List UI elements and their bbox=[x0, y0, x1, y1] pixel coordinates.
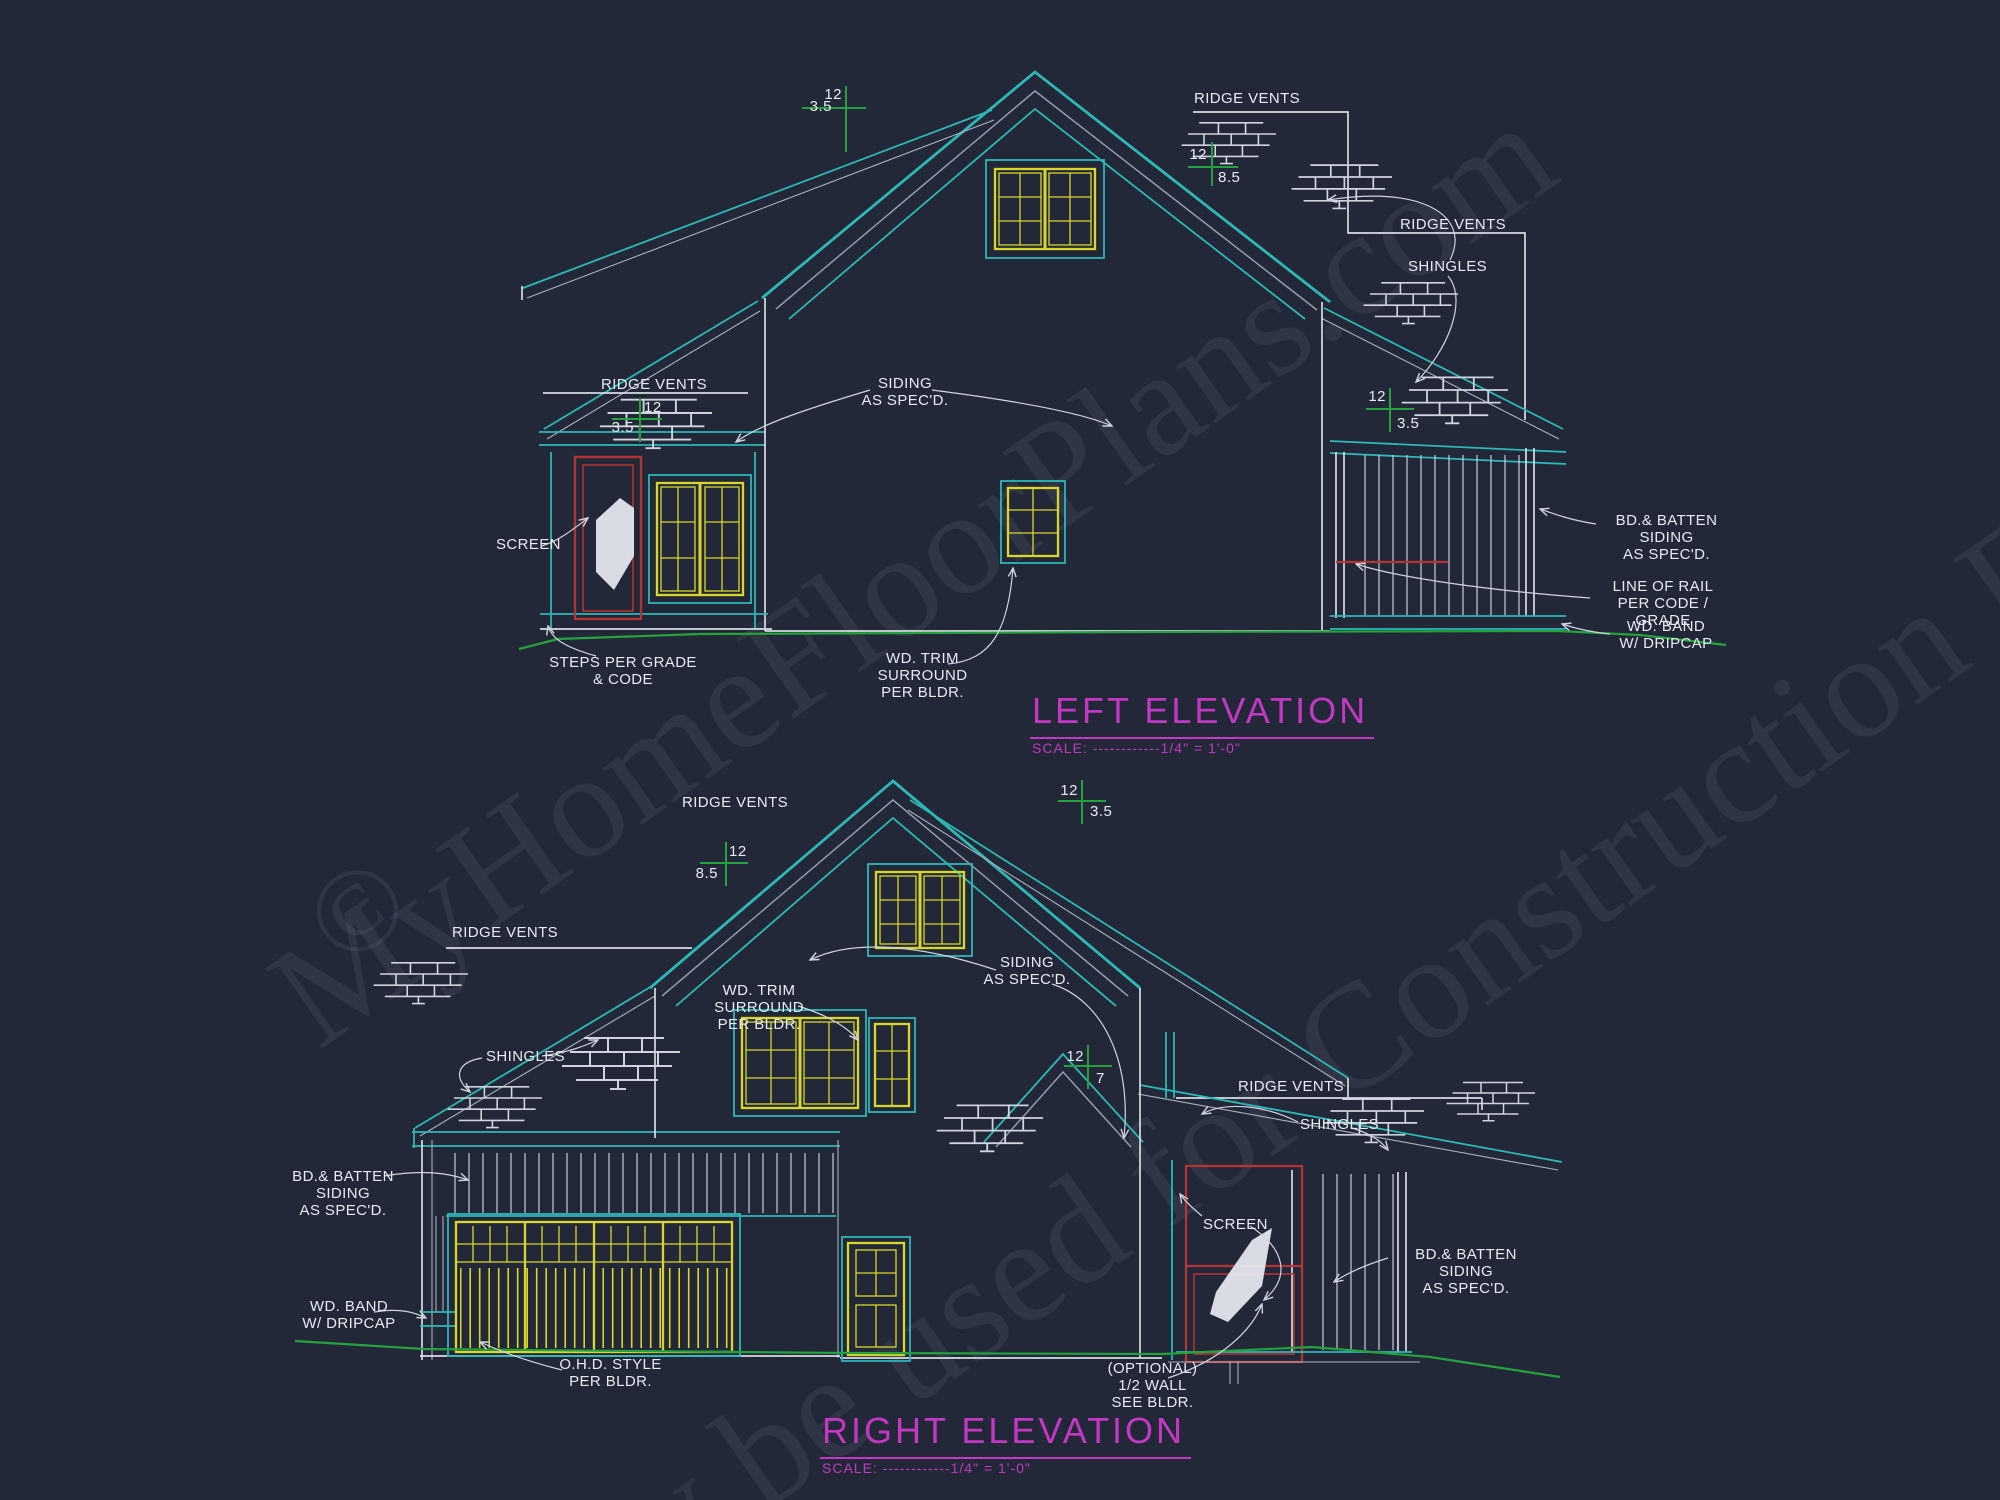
label-ridge-vents-top: RIDGE VENTS bbox=[1194, 90, 1301, 107]
label-line: WD. TRIM SURROUND bbox=[877, 650, 968, 684]
right-elevation-drawing: 12 8.5 12 3.5 12 7 bbox=[294, 779, 1563, 1384]
label-wd-band-left: WD. BAND W/ DRIPCAP bbox=[294, 1298, 404, 1332]
right-pitch-markers: 12 8.5 12 3.5 12 7 bbox=[696, 780, 1112, 1089]
wing-window bbox=[648, 474, 752, 604]
label-line: BD.& BATTEN SIDING bbox=[1615, 512, 1718, 546]
label-ridge-vents-topleft: RIDGE VENTS bbox=[682, 794, 789, 811]
label-siding: SIDING AS SPEC'D. bbox=[850, 375, 960, 409]
right-grade-line bbox=[294, 1339, 1561, 1379]
right-attic-window bbox=[867, 863, 973, 957]
pitch-run: 3.5 bbox=[810, 98, 832, 115]
brick-hatch bbox=[1290, 164, 1393, 210]
left-grade-line bbox=[518, 629, 1727, 651]
entry-door bbox=[841, 1236, 911, 1362]
label-batten-right-2: BD.& BATTEN SIDING AS SPEC'D. bbox=[1386, 1246, 1546, 1297]
brick-hatch bbox=[1362, 281, 1459, 325]
left-walls bbox=[540, 298, 1330, 632]
right-walls bbox=[420, 988, 1162, 1360]
left-elevation-title: LEFT ELEVATION bbox=[1030, 690, 1375, 739]
label-line: BD.& BATTEN SIDING bbox=[292, 1168, 394, 1202]
pitch-rise: 12 bbox=[1066, 1048, 1084, 1065]
left-pitch-markers: 12 3.5 12 8.5 12 3.5 12 3.5 bbox=[612, 86, 1419, 442]
right-mid-windows bbox=[733, 1009, 916, 1117]
label-line: AS SPEC'D. bbox=[299, 1202, 387, 1219]
label-shingles-porch: SHINGLES bbox=[1300, 1116, 1380, 1133]
pitch-run: 8.5 bbox=[696, 865, 718, 882]
pitch-rise: 12 bbox=[1189, 146, 1207, 163]
brick-hatch bbox=[446, 1086, 543, 1129]
label-line: SEE BLDR. bbox=[1111, 1394, 1194, 1411]
label-line: W/ DRIPCAP bbox=[1619, 635, 1713, 652]
pitch-run: 3.5 bbox=[612, 419, 634, 436]
label-batten-left: BD.& BATTEN SIDING AS SPEC'D. bbox=[268, 1168, 418, 1219]
left-roof-lines bbox=[521, 70, 1567, 465]
label-screen-2: SCREEN bbox=[1203, 1216, 1268, 1233]
pitch-run: 3.5 bbox=[1090, 803, 1112, 820]
left-leaders bbox=[541, 196, 1611, 665]
label-line: O.H.D. STYLE bbox=[559, 1356, 662, 1373]
pitch-rise: 12 bbox=[1060, 782, 1078, 799]
left-elevation-scale: SCALE: ------------1/4" = 1'-0" bbox=[1032, 740, 1241, 756]
label-ridge-vents-garage: RIDGE VENTS bbox=[452, 924, 559, 941]
label-shingles-right: SHINGLES bbox=[1408, 258, 1488, 275]
label-screen: SCREEN bbox=[496, 536, 561, 553]
label-line: AS SPEC'D. bbox=[1422, 1280, 1510, 1297]
label-line: 1/2 WALL bbox=[1118, 1377, 1187, 1394]
brick-hatch bbox=[1445, 1081, 1536, 1122]
wing-screen-door bbox=[573, 455, 643, 621]
label-ridge-vents-right: RIDGE VENTS bbox=[1400, 216, 1507, 233]
label-line: SIDING bbox=[877, 375, 933, 392]
label-line: LINE OF RAIL bbox=[1612, 578, 1714, 595]
label-line: AS SPEC'D. bbox=[1623, 546, 1710, 563]
label-optional-half-wall: (OPTIONAL) 1/2 WALL SEE BLDR. bbox=[1090, 1360, 1215, 1411]
mid-window bbox=[1000, 480, 1066, 564]
label-line: BD.& BATTEN SIDING bbox=[1415, 1246, 1517, 1280]
garage-door bbox=[447, 1213, 741, 1357]
label-line: (OPTIONAL) bbox=[1107, 1360, 1198, 1377]
label-line: AS SPEC'D. bbox=[983, 971, 1071, 988]
label-line: PER BLDR. bbox=[569, 1373, 652, 1390]
label-batten-right: BD.& BATTEN SIDING AS SPEC'D. bbox=[1594, 512, 1739, 563]
label-line: AS SPEC'D. bbox=[861, 392, 949, 409]
label-line: WD. BAND bbox=[309, 1298, 389, 1315]
label-line: PER BLDR. bbox=[881, 684, 964, 701]
label-line: WD. TRIM SURROUND bbox=[714, 982, 804, 1016]
pitch-rise: 12 bbox=[729, 843, 747, 860]
label-line: SIDING bbox=[999, 954, 1055, 971]
brick-hatch bbox=[372, 961, 469, 1005]
left-elevation-drawing: 12 3.5 12 8.5 12 3.5 12 3.5 bbox=[518, 70, 1727, 665]
pitch-rise: 12 bbox=[644, 399, 662, 416]
label-line-of-rail: LINE OF RAIL PER CODE / GRADE bbox=[1588, 578, 1738, 629]
label-line: PER CODE / GRADE bbox=[1617, 595, 1709, 629]
attic-window bbox=[985, 159, 1105, 259]
label-ohd-style: O.H.D. STYLE PER BLDR. bbox=[548, 1356, 673, 1390]
label-shingles-garage: SHINGLES bbox=[486, 1048, 566, 1065]
label-line: STEPS PER GRADE bbox=[549, 654, 697, 671]
label-wd-band-right: WD. BAND W/ DRIPCAP bbox=[1606, 618, 1726, 652]
pitch-run: 7 bbox=[1096, 1070, 1105, 1087]
label-line: PER BLDR. bbox=[717, 1016, 801, 1033]
label-trim-surround: WD. TRIM SURROUND PER BLDR. bbox=[850, 650, 995, 701]
label-line: & CODE bbox=[593, 671, 653, 688]
label-ridge-vents-porch: RIDGE VENTS bbox=[1238, 1078, 1345, 1095]
left-porch bbox=[1330, 448, 1566, 630]
pitch-rise: 12 bbox=[824, 86, 842, 103]
right-elevation-title: RIGHT ELEVATION bbox=[820, 1410, 1192, 1459]
right-leaders bbox=[373, 946, 1388, 1379]
label-trim-surround-2: WD. TRIM SURROUND PER BLDR. bbox=[684, 982, 834, 1033]
right-elevation-scale: SCALE: ------------1/4" = 1'-0" bbox=[822, 1460, 1031, 1476]
label-line: W/ DRIPCAP bbox=[302, 1315, 396, 1332]
label-steps: STEPS PER GRADE & CODE bbox=[548, 654, 698, 688]
pitch-run: 3.5 bbox=[1397, 415, 1419, 432]
label-line: WD. BAND bbox=[1626, 618, 1706, 635]
right-porch bbox=[1168, 1160, 1420, 1384]
pitch-rise: 12 bbox=[1368, 388, 1386, 405]
brick-hatch bbox=[561, 1037, 681, 1090]
label-ridge-vents-left-wing: RIDGE VENTS bbox=[601, 376, 708, 393]
pitch-run: 8.5 bbox=[1218, 169, 1240, 186]
label-siding-2: SIDING AS SPEC'D. bbox=[972, 954, 1082, 988]
